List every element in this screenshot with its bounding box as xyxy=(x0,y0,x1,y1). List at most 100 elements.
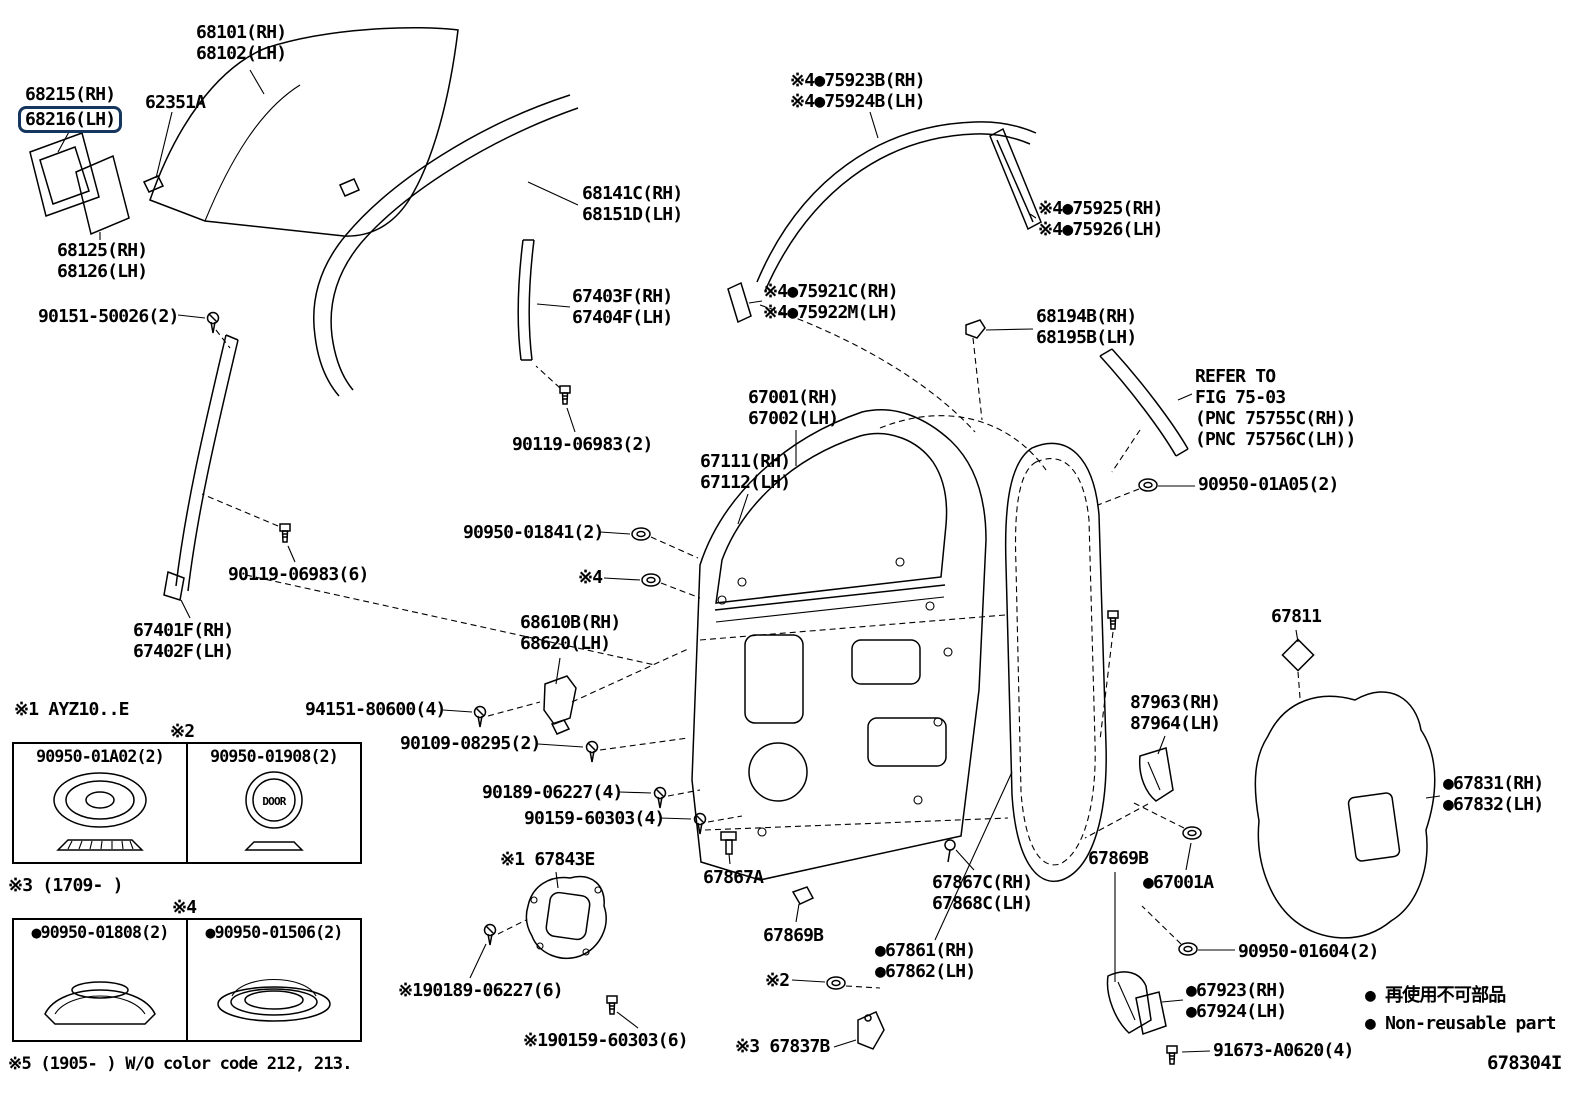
label-67831: ●67831(RH)●67832(LH) xyxy=(1443,773,1544,815)
vent-frame-outline xyxy=(29,129,100,217)
lock-87963 xyxy=(1084,735,1174,839)
label-marker-4-mid: ※4 xyxy=(578,567,603,588)
grommet-table-cell-2: 90950-01908(2) DOOR xyxy=(186,742,362,864)
label-68125: 68125(RH)68126(LH) xyxy=(57,240,148,282)
channel-67403f xyxy=(517,239,571,361)
note-5-color: ※5 (1905- ) W/O color code 212, 213. xyxy=(8,1054,352,1074)
grommet-oval-icon xyxy=(53,772,147,851)
label-91673-a0620: 91673-A0620(4) xyxy=(1213,1040,1354,1061)
label-75925: ※4●75925(RH)※4●75926(LH) xyxy=(1038,198,1164,240)
door-check-67837b xyxy=(833,1011,885,1050)
screw-94151 xyxy=(473,705,487,728)
table1-marker: ※2 xyxy=(170,721,195,742)
label-90950-01a05: 90950-01A05(2) xyxy=(1198,474,1339,495)
cap-table-cell-1: ●90950-01808(2) xyxy=(12,918,188,1042)
grommet-90950-01841 xyxy=(631,527,651,541)
label-67111: 67111(RH)67112(LH) xyxy=(700,451,791,493)
screw-90189-4 xyxy=(653,786,667,809)
screw-90189-6 xyxy=(483,923,497,946)
label-67811: 67811 xyxy=(1271,606,1322,627)
bracket-68610b xyxy=(543,657,577,735)
grommet-90950-01a05 xyxy=(1138,478,1158,492)
label-68101: 68101(RH)68102(LH) xyxy=(196,22,287,64)
label-75921c: ※4●75921C(RH)※4●75922M(LH) xyxy=(763,281,899,323)
cushion-67923 xyxy=(1106,971,1184,1035)
label-67867a: 67867A xyxy=(703,867,764,888)
grommet-m2 xyxy=(826,976,846,990)
clip-67867a xyxy=(720,831,737,865)
grommet-door-icon: DOOR xyxy=(244,771,304,851)
label-68215: 68215(RH)68216(LH) xyxy=(18,84,123,133)
label-90189-06227-6: ※190189-06227(6) xyxy=(398,980,564,1001)
strip-75921c xyxy=(727,281,976,433)
legend-jp: ● 再使用不可部品 xyxy=(1365,985,1506,1006)
label-68610b: 68610B(RH)68620(LH) xyxy=(520,612,621,654)
clip-62351a xyxy=(142,111,173,193)
label-68194b: 68194B(RH)68195B(LH) xyxy=(1036,306,1137,348)
grommet-67001a xyxy=(1182,826,1202,840)
clip-68194b xyxy=(965,319,1034,421)
label-67001a: ●67001A xyxy=(1143,872,1214,893)
bracket-67869b-left xyxy=(791,886,815,923)
label-94151-80600: 94151-80600(4) xyxy=(305,699,446,720)
strip-refer-fig7503 xyxy=(1099,348,1193,473)
label-67869b-left: 67869B xyxy=(763,925,824,946)
label-67861: ●67861(RH)●67862(LH) xyxy=(875,940,976,982)
label-90950-01841: 90950-01841(2) xyxy=(463,522,604,543)
bolt-90119-2 xyxy=(559,385,571,405)
screw-90151 xyxy=(206,311,220,334)
grommet-table-cell-1: 90950-01A02(2) xyxy=(12,742,188,864)
label-75923b: ※4●75923B(RH)※4●75924B(LH) xyxy=(790,70,926,112)
bolt-upper-right xyxy=(1107,610,1119,630)
label-67869b-right: 67869B xyxy=(1088,848,1149,869)
grommet-90950-01604 xyxy=(1178,942,1198,956)
label-90159-60303-4: 90159-60303(4) xyxy=(524,808,665,829)
service-hole-cover-67831 xyxy=(1254,691,1441,939)
label-marker-2-mid: ※2 xyxy=(765,970,790,991)
screw-90109 xyxy=(585,740,599,763)
label-90151-50026: 90151-50026(2) xyxy=(38,306,179,327)
grommet-m4 xyxy=(641,573,661,587)
channel-67401f xyxy=(163,334,239,619)
label-68141c: 68141C(RH)68151D(LH) xyxy=(582,183,683,225)
label-67837b: ※3 67837B xyxy=(735,1036,830,1057)
label-90189-06227-4: 90189-06227(4) xyxy=(482,782,623,803)
opening-weatherstrip-outline xyxy=(934,442,1107,941)
cap-low-icon xyxy=(44,981,156,1025)
label-90119-06983-6: 90119-06983(6) xyxy=(228,564,369,585)
legend-en: ● Non-reusable part xyxy=(1365,1013,1557,1034)
door-panel-outline xyxy=(691,408,1047,881)
svg-text:DOOR: DOOR xyxy=(262,795,286,808)
note-3-date: ※3 (1709- ) xyxy=(8,875,123,896)
bolt-90159-6 xyxy=(606,995,618,1015)
door-glass-outline xyxy=(149,26,459,237)
figure-number: 678304I xyxy=(1487,1052,1562,1074)
bolt-91673 xyxy=(1166,1045,1178,1065)
bolt-90119-6 xyxy=(279,523,291,543)
vent-glass-outline xyxy=(75,154,130,240)
weatherstrip-75923b xyxy=(756,111,1037,292)
label-67867c: 67867C(RH)67868C(LH) xyxy=(932,872,1033,914)
clip-67867c xyxy=(944,839,975,871)
table2-marker: ※4 xyxy=(172,897,197,918)
strip-75925 xyxy=(989,127,1042,231)
label-67403f: 67403F(RH)67404F(LH) xyxy=(572,286,673,328)
glass-run-outline xyxy=(313,94,579,397)
label-90159-60303-6: ※190159-60303(6) xyxy=(523,1030,689,1051)
speaker-cover-67843e xyxy=(525,871,607,959)
highlight-box-68216: 68216(LH) xyxy=(18,106,123,133)
pad-67811 xyxy=(1281,629,1315,699)
note-1-model: ※1 AYZ10..E xyxy=(14,699,129,720)
label-67001: 67001(RH)67002(LH) xyxy=(748,387,839,429)
cap-ribbed-icon xyxy=(217,979,331,1022)
label-87963: 87963(RH)87964(LH) xyxy=(1130,692,1221,734)
label-90950-01604: 90950-01604(2) xyxy=(1238,941,1379,962)
cap-table: ●90950-01808(2) ●90950-01506(2) xyxy=(12,918,362,1042)
legend-non-reusable: ● 再使用不可部品 ● Non-reusable part xyxy=(1365,982,1557,1038)
label-67843e: ※1 67843E xyxy=(500,849,595,870)
label-90109-08295: 90109-08295(2) xyxy=(400,733,541,754)
label-67401f: 67401F(RH)67402F(LH) xyxy=(133,620,234,662)
